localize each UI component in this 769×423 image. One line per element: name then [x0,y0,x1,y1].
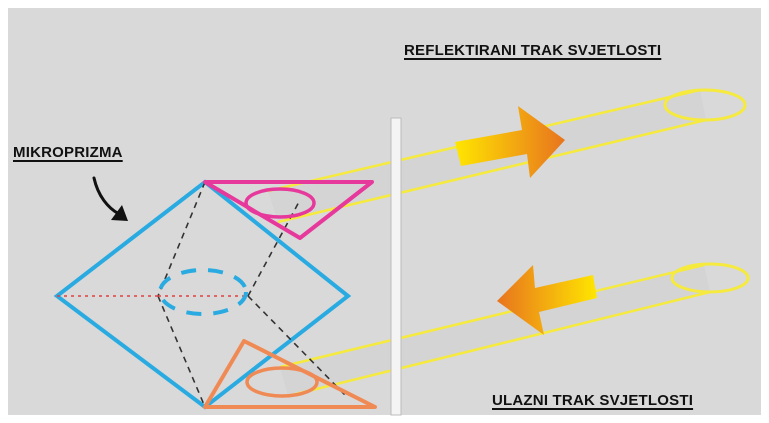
arrow-right-icon [455,106,565,178]
reflected-beam-label: REFLEKTIRANI TRAK SVJETLOSTI [404,42,662,59]
curved-arrow-icon [92,176,128,221]
microprism-label: MIKROPRIZMA [13,144,123,161]
divider-bar [390,117,402,416]
prism-cross-section [158,268,248,316]
incoming-beam-label: ULAZNI TRAK SVJETLOSTI [492,392,694,409]
incoming-triangle [203,339,377,409]
incoming-beam [279,262,750,398]
arrow-left-icon [497,265,597,335]
reflected-triangle [203,180,374,240]
